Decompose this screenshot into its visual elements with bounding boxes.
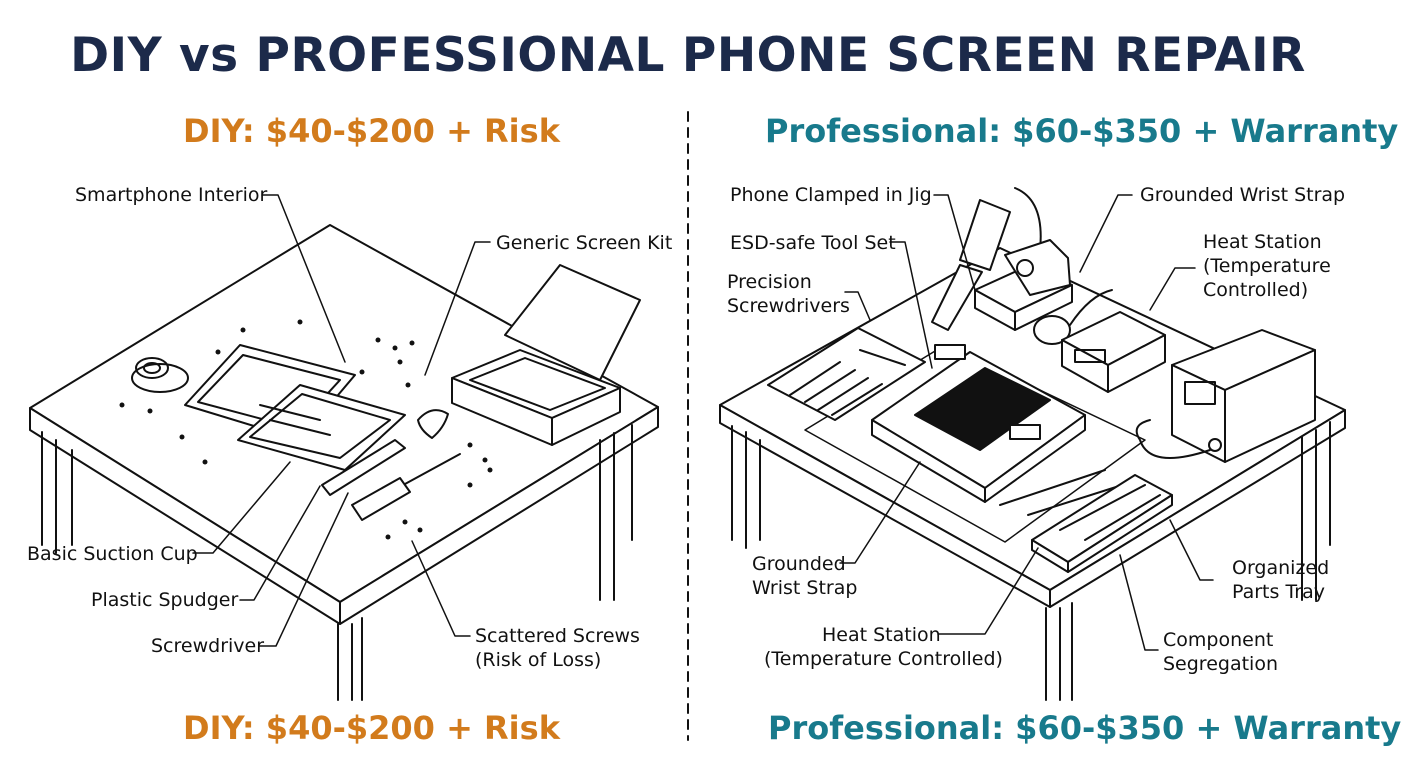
label-component-2: Segregation [1163, 653, 1278, 675]
label-generic-screen-kit: Generic Screen Kit [496, 232, 673, 254]
label-organized-1: Organized [1232, 557, 1330, 579]
diy-price-top: DIY: $40-$200 + Risk [183, 112, 560, 150]
precision-screwdrivers-icon [767, 327, 926, 421]
label-organized-2: Parts Tray [1232, 581, 1325, 603]
label-grounded-left-1: Grounded [752, 553, 846, 575]
diy-leaders [192, 194, 491, 647]
label-heat-station-right-2: (Temperature [1203, 255, 1331, 277]
hot-air-gun-icon [931, 187, 1042, 331]
label-risk-of-loss: (Risk of Loss) [475, 649, 602, 671]
label-heat-station-bottom-1: Heat Station [822, 624, 941, 646]
screen-kit-box-icon [451, 264, 641, 446]
label-precision-2: Screwdrivers [727, 295, 850, 317]
label-grounded-wrist-strap-top: Grounded Wrist Strap [1140, 184, 1346, 206]
screwdriver-icon [351, 453, 461, 521]
wrist-strap-icon [1033, 289, 1113, 345]
label-heat-station-right-3: Controlled) [1203, 279, 1309, 301]
label-heat-station-right-1: Heat Station [1203, 231, 1322, 253]
pro-price-bottom: Professional: $60-$350 + Warranty [768, 709, 1401, 747]
spudger-icon [321, 439, 406, 496]
parts-tray-icon [1031, 474, 1173, 573]
label-phone-clamped: Phone Clamped in Jig [730, 184, 932, 206]
label-basic-suction-cup: Basic Suction Cup [27, 543, 198, 565]
label-grounded-left-2: Wrist Strap [752, 577, 858, 599]
phone-jig-icon [871, 344, 1086, 503]
suction-cup-icon [131, 357, 189, 393]
heat-station-large-icon [1135, 329, 1316, 463]
guitar-pick-icon [417, 409, 449, 439]
pro-price-top: Professional: $60-$350 + Warranty [765, 112, 1399, 150]
label-esd-tool-set: ESD-safe Tool Set [730, 232, 896, 254]
label-scattered-screws: Scattered Screws [475, 625, 640, 647]
smartphone-interior-icon [184, 344, 406, 471]
label-smartphone-interior: Smartphone Interior [75, 184, 268, 206]
scattered-screws [119, 319, 493, 540]
label-plastic-spudger: Plastic Spudger [91, 589, 239, 611]
diy-price-bottom: DIY: $40-$200 + Risk [183, 709, 560, 747]
page-title: DIY vs PROFESSIONAL PHONE SCREEN REPAIR [70, 28, 1306, 83]
pro-leaders [839, 194, 1214, 651]
label-component-1: Component [1163, 629, 1274, 651]
label-screwdriver: Screwdriver [151, 635, 265, 657]
heat-station-small-icon [1061, 311, 1166, 393]
label-heat-station-bottom-2: (Temperature Controlled) [764, 648, 1003, 670]
soldering-station-icon [974, 239, 1073, 331]
label-precision-1: Precision [727, 271, 812, 293]
